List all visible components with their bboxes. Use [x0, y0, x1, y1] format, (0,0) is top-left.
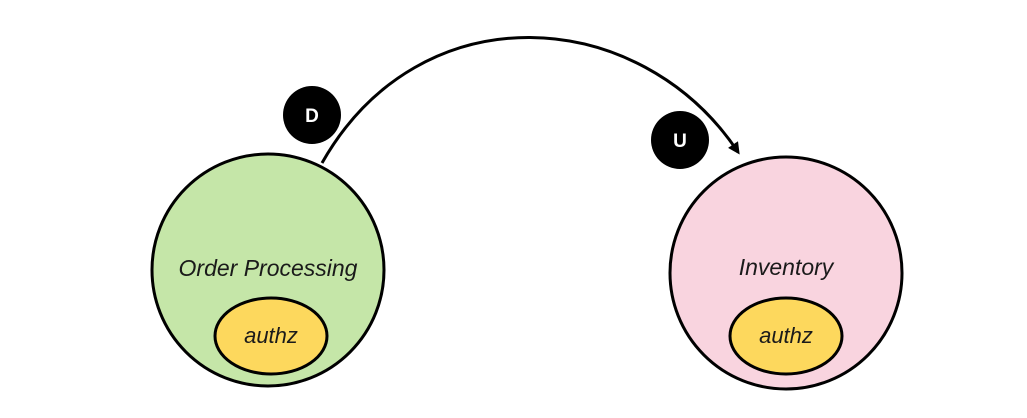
relationship-arrow — [320, 36, 740, 164]
authz-label-order-processing: authz — [244, 323, 298, 348]
upstream-badge: U — [651, 111, 709, 169]
authz-label-inventory: authz — [759, 323, 813, 348]
upstream-badge-letter: U — [673, 131, 687, 152]
downstream-badge: D — [283, 86, 341, 144]
context-inventory: Inventory authz — [668, 155, 904, 391]
context-label-inventory: Inventory — [739, 254, 835, 280]
context-circle-inventory — [668, 155, 904, 391]
authz-module-inventory — [728, 296, 844, 376]
downstream-badge-letter: D — [305, 106, 319, 127]
authz-module-order-processing — [213, 296, 329, 376]
context-order-processing: Order Processing authz — [150, 152, 386, 388]
context-label-order-processing: Order Processing — [179, 255, 358, 281]
